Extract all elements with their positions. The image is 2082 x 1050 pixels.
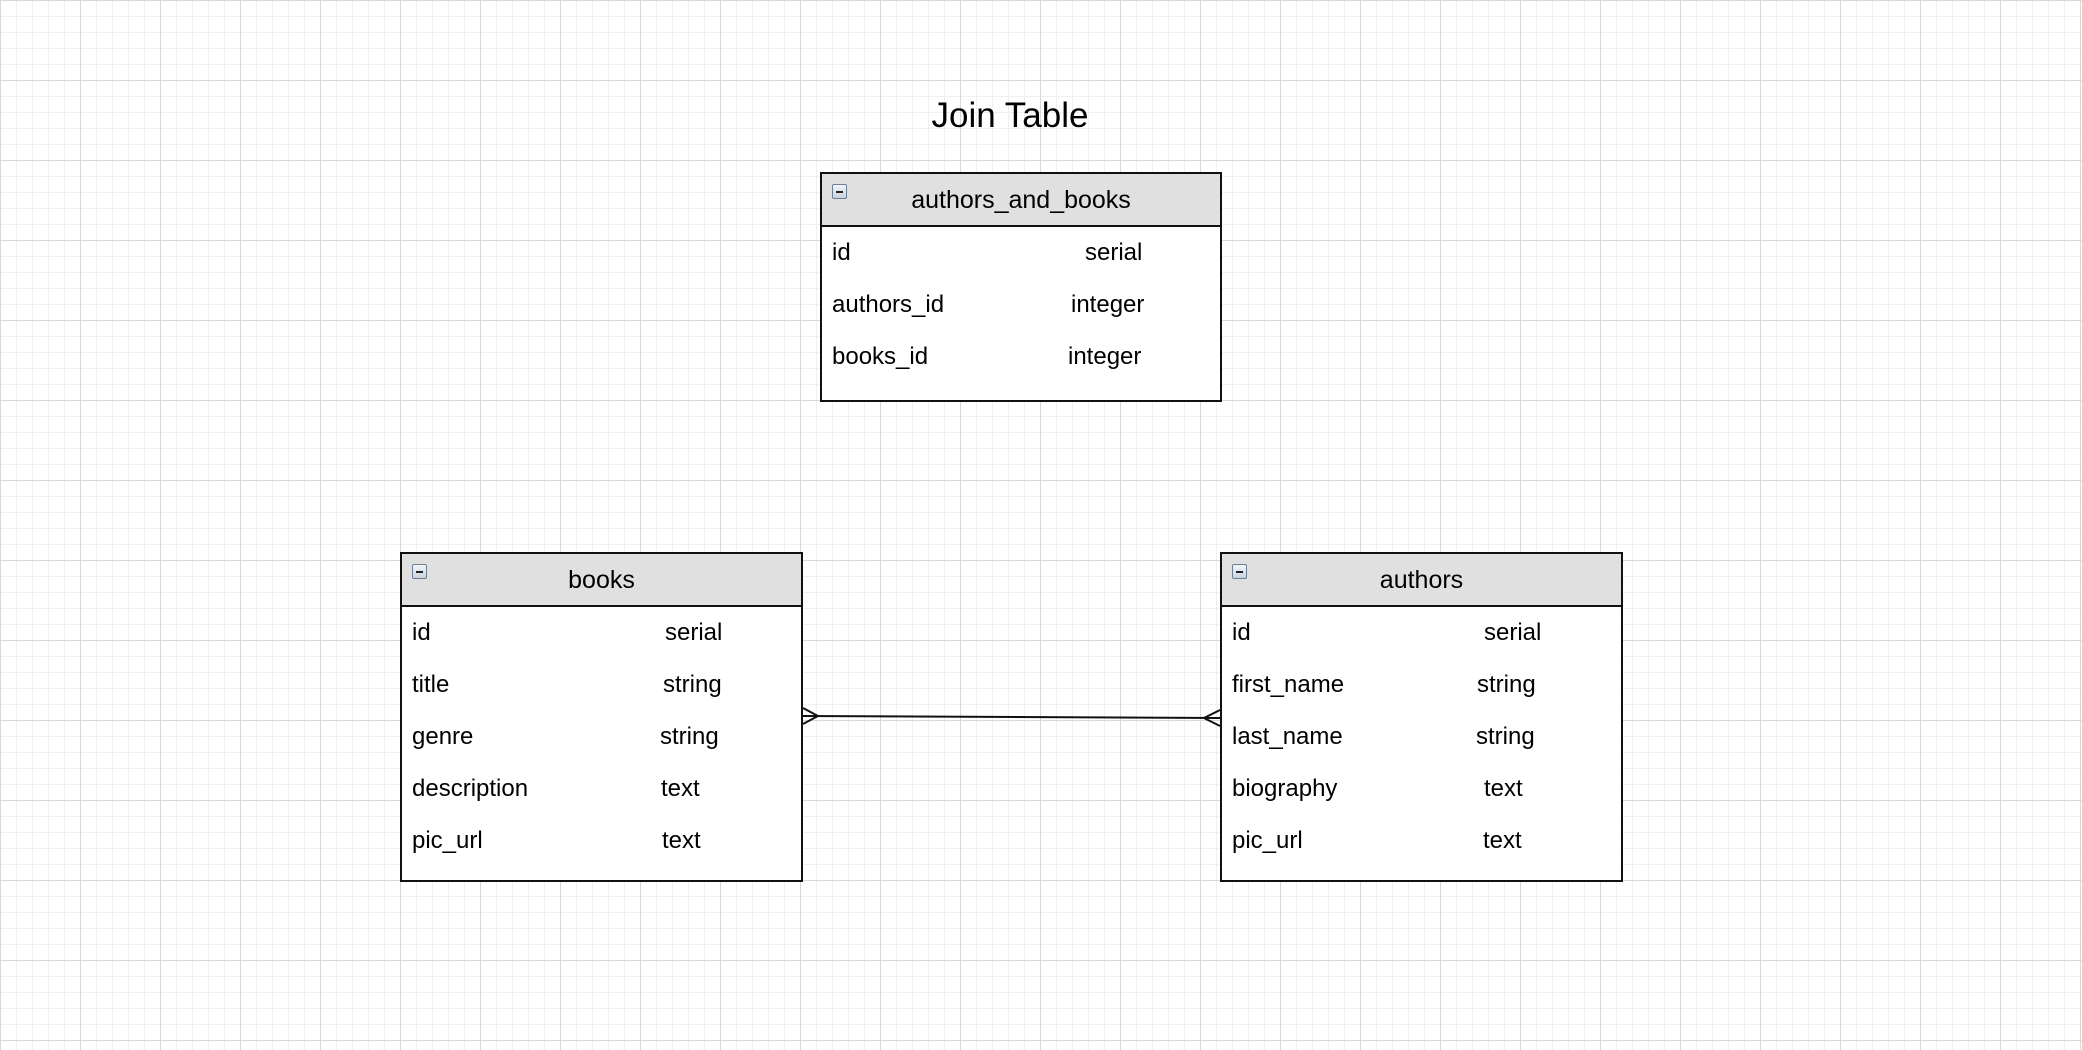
- table-header[interactable]: books: [402, 554, 801, 607]
- field-name: description: [412, 775, 529, 802]
- field-name: id: [412, 619, 431, 646]
- field-type: string: [1477, 671, 1536, 698]
- field-list: id serial title string genre string desc…: [402, 607, 801, 873]
- field-type: text: [1484, 775, 1523, 802]
- table-row[interactable]: genre string: [402, 717, 801, 769]
- table-row[interactable]: id serial: [402, 613, 801, 665]
- field-type: string: [663, 671, 722, 698]
- relationship-line: [802, 715, 1221, 719]
- field-name: biography: [1232, 775, 1338, 802]
- table-row[interactable]: authors_id integer: [822, 285, 1220, 337]
- table-row[interactable]: first_name string: [1222, 665, 1621, 717]
- field-name: pic_url: [1232, 827, 1303, 854]
- field-list: id serial first_name string last_name st…: [1222, 607, 1621, 873]
- table-name: books: [568, 566, 635, 594]
- field-name: authors_id: [832, 291, 945, 318]
- table-header[interactable]: authors_and_books: [822, 174, 1220, 227]
- table-row[interactable]: id serial: [822, 233, 1220, 285]
- field-type: text: [661, 775, 700, 802]
- field-name: last_name: [1232, 723, 1343, 750]
- table-name: authors: [1379, 566, 1464, 594]
- field-type: integer: [1071, 291, 1145, 318]
- relationship-books-authors[interactable]: [802, 707, 1221, 727]
- diagram-title: Join Table: [931, 96, 1089, 135]
- crows-foot-books-end: [802, 707, 821, 725]
- field-name: id: [1232, 619, 1251, 646]
- table-row[interactable]: pic_url text: [1222, 821, 1621, 873]
- field-name: books_id: [832, 343, 929, 370]
- table-row[interactable]: biography text: [1222, 769, 1621, 821]
- field-name: pic_url: [412, 827, 483, 854]
- table-row[interactable]: description text: [402, 769, 801, 821]
- field-name: id: [832, 239, 851, 266]
- table-name: authors_and_books: [911, 186, 1131, 214]
- field-type: serial: [1484, 619, 1542, 646]
- table-row[interactable]: id serial: [1222, 613, 1621, 665]
- table-books[interactable]: books id serial title string genre strin…: [400, 552, 803, 882]
- field-type: serial: [1085, 239, 1143, 266]
- field-type: string: [660, 723, 719, 750]
- field-list: id serial authors_id integer books_id in…: [822, 227, 1220, 389]
- field-type: string: [1476, 723, 1535, 750]
- table-authors[interactable]: authors id serial first_name string last…: [1220, 552, 1623, 882]
- field-type: text: [662, 827, 701, 854]
- collapse-icon[interactable]: [832, 184, 847, 199]
- field-name: title: [412, 671, 450, 698]
- table-row[interactable]: last_name string: [1222, 717, 1621, 769]
- table-authors-and-books[interactable]: authors_and_books id serial authors_id i…: [820, 172, 1222, 402]
- field-name: first_name: [1232, 671, 1345, 698]
- table-header[interactable]: authors: [1222, 554, 1621, 607]
- table-row[interactable]: books_id integer: [822, 337, 1220, 389]
- crows-foot-authors-end: [1201, 709, 1221, 727]
- field-name: genre: [412, 723, 474, 750]
- field-type: text: [1483, 827, 1522, 854]
- collapse-icon[interactable]: [1232, 564, 1247, 579]
- collapse-icon[interactable]: [412, 564, 427, 579]
- field-type: integer: [1068, 343, 1142, 370]
- field-type: serial: [665, 619, 723, 646]
- table-row[interactable]: pic_url text: [402, 821, 801, 873]
- table-row[interactable]: title string: [402, 665, 801, 717]
